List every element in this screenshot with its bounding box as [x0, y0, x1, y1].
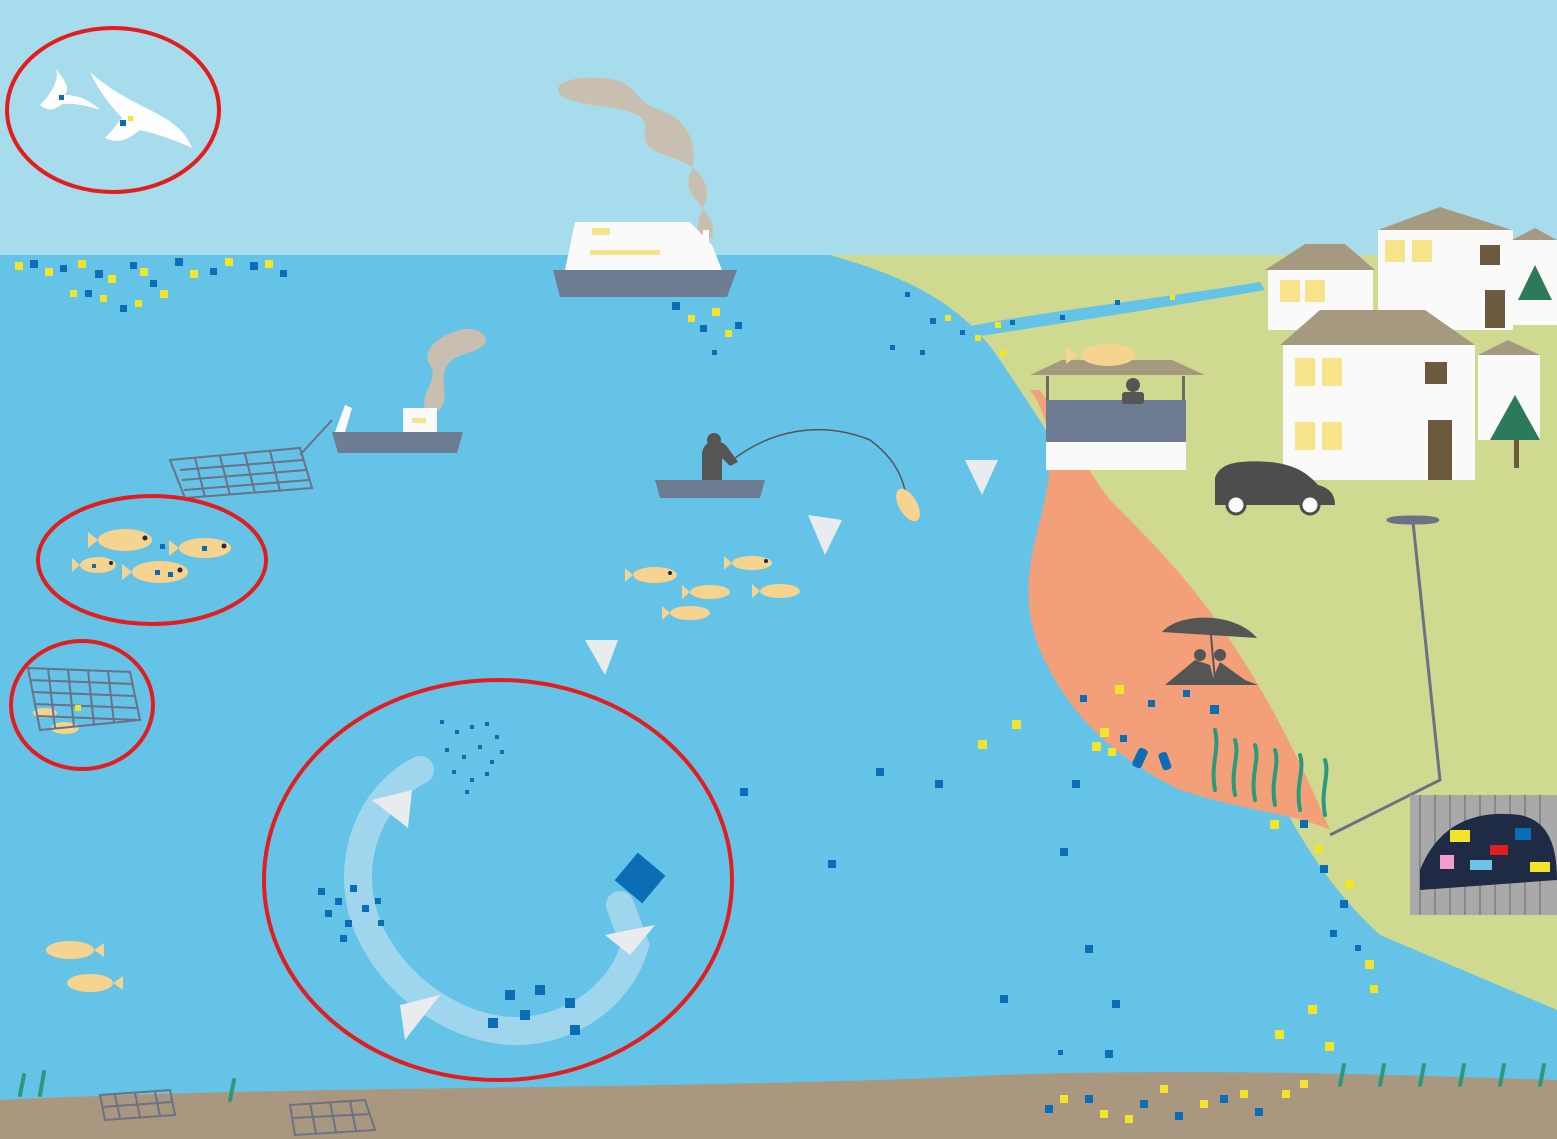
landfill-icon — [1410, 795, 1557, 915]
sky — [0, 0, 1557, 260]
